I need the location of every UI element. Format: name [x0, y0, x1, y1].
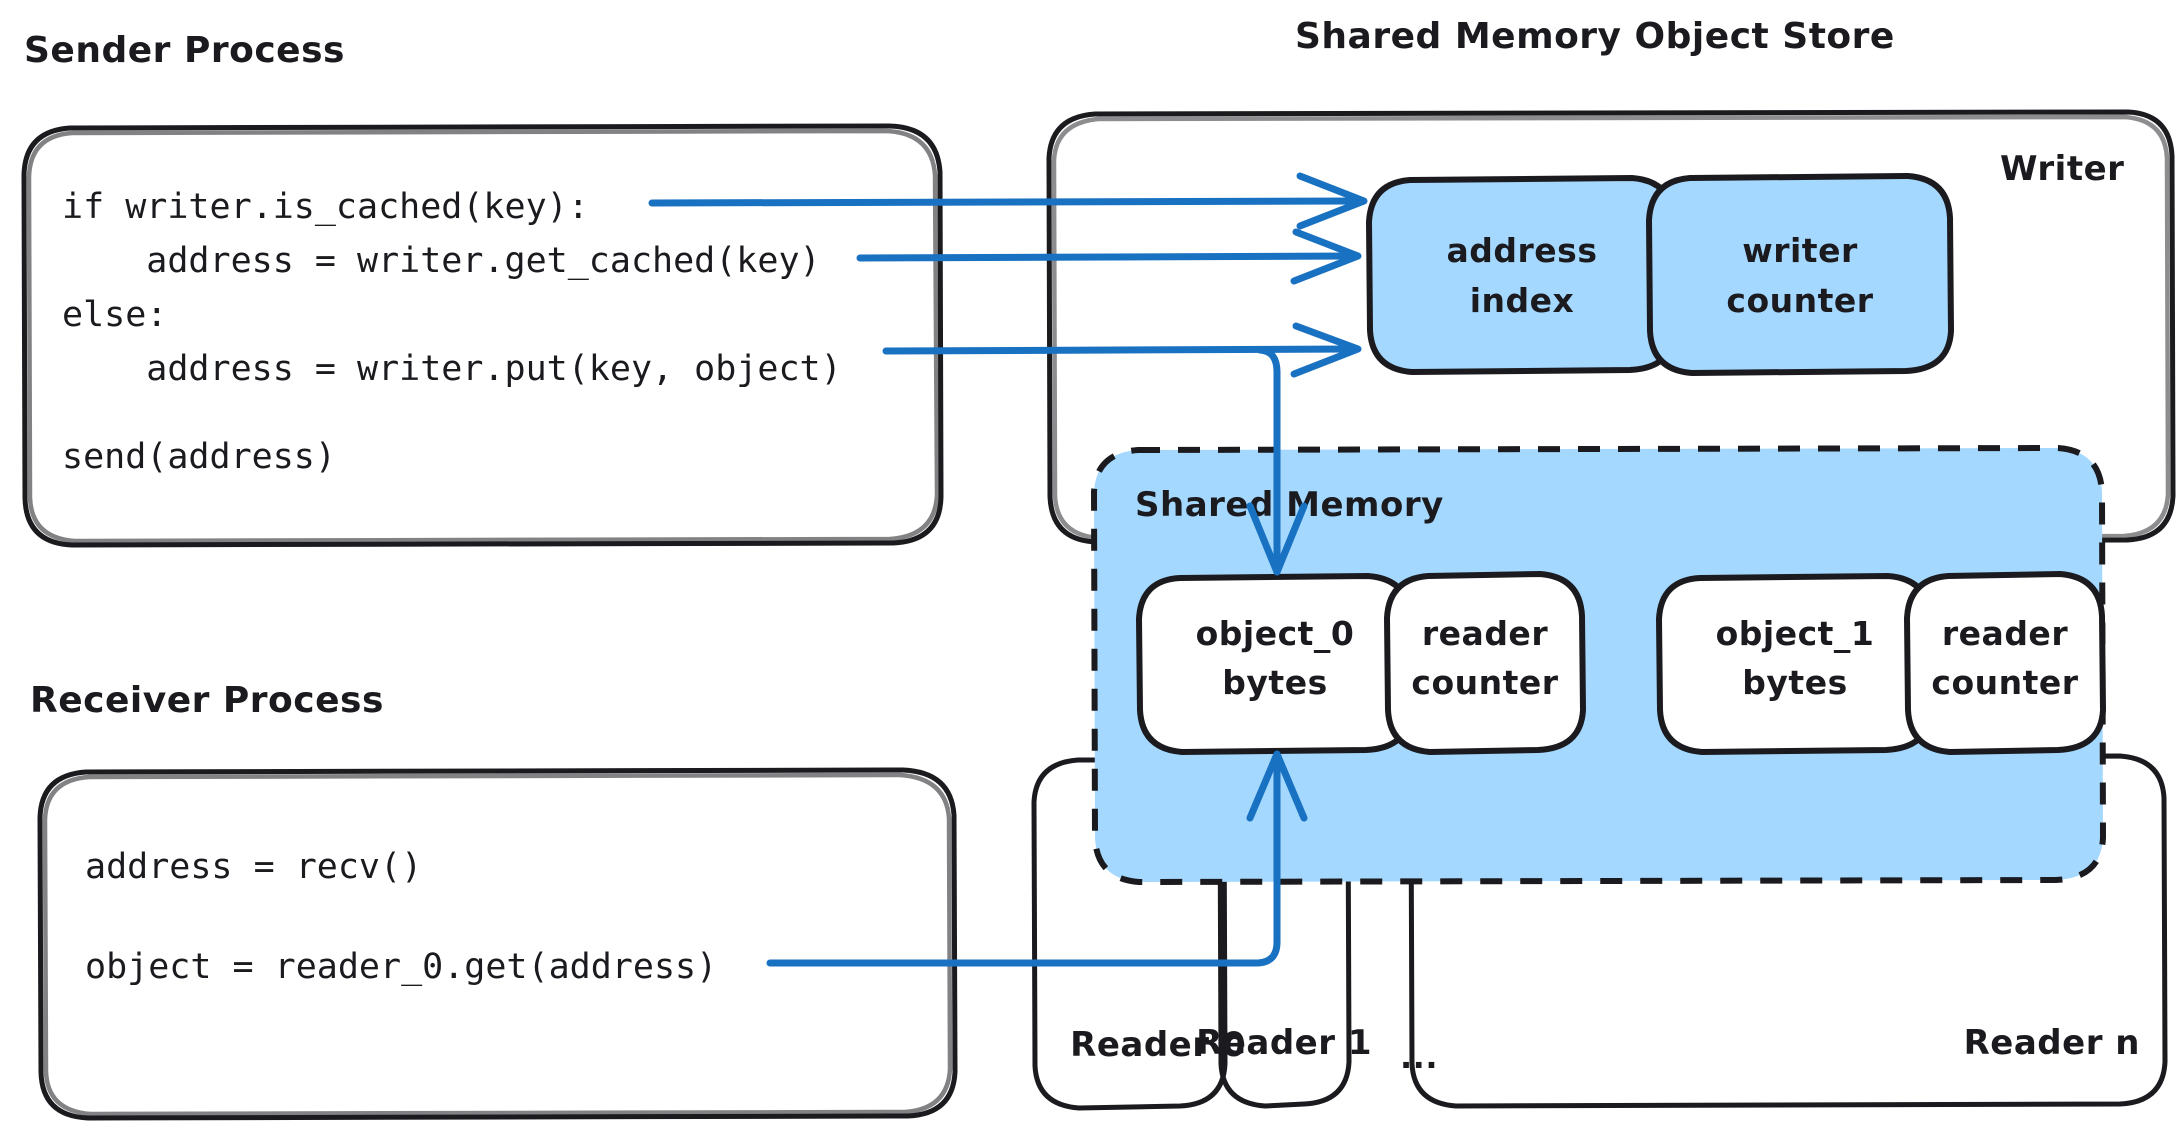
connector-arrows-group — [648, 172, 1368, 967]
arrow-get-cached-line — [856, 252, 1356, 262]
writer-container-box — [1046, 109, 2176, 545]
writer-address-index-label-line-1: index — [1470, 281, 1575, 320]
shared-memory-label: Shared Memory — [1135, 485, 1444, 525]
arrow-is-cached-line — [648, 197, 1362, 207]
arrow-put-branch-line — [1256, 346, 1281, 570]
writer-counter-label-line-1: counter — [1726, 281, 1873, 320]
writer-counter-label-line-0: writer — [1742, 231, 1858, 270]
object-1-bytes-label-line-1: bytes — [1742, 663, 1847, 702]
reader-counter-1-label-line-1: counter — [1931, 663, 2078, 702]
object-store-title: Shared Memory Object Store — [1295, 16, 1895, 57]
writer-counter-cell[interactable] — [1646, 173, 1954, 376]
writer-container-group: Writer — [1046, 109, 2176, 545]
object-1-bytes-label-line-0: object_1 — [1716, 614, 1875, 653]
writer-address-index-label-line-0: address — [1447, 231, 1598, 270]
receiver-code-line-0: address = recv() — [85, 847, 422, 887]
shared-memory-box — [1091, 445, 2106, 885]
sender-code-line-0: if writer.is_cached(key): — [62, 187, 589, 227]
reader-counter-1-cell[interactable] — [1904, 571, 2106, 755]
object-0-bytes-label-line-0: object_0 — [1196, 614, 1355, 653]
sender-process-box — [21, 123, 944, 548]
reader-counter-0-cell[interactable] — [1384, 571, 1586, 755]
sender-process-group: Sender Process if writer.is_cached(key):… — [21, 30, 944, 548]
sender-code-line-5: send(address) — [62, 437, 336, 477]
receiver-process-group: Receiver Process address = recv() object… — [30, 680, 958, 1121]
writer-cells-group: address index writer counter — [1366, 173, 1954, 376]
sender-code-line-3: address = writer.put(key, object) — [62, 349, 842, 389]
arrow-reader-get-head — [1246, 750, 1308, 822]
sender-process-title: Sender Process — [24, 30, 345, 71]
shared-memory-region-group: Shared Memory object_0 bytes reader coun… — [1091, 445, 2106, 885]
readers-ellipsis-label: ... — [1400, 1038, 1438, 1076]
sender-code-line-2: else: — [62, 295, 167, 335]
writer-address-index-cell[interactable] — [1366, 175, 1678, 375]
receiver-process-box — [37, 767, 958, 1121]
writer-label: Writer — [2000, 149, 2124, 189]
arrow-put-head — [1290, 322, 1362, 378]
arrow-put-line — [882, 345, 1356, 355]
reader-counter-0-label-line-0: reader — [1422, 614, 1548, 653]
arrow-is-cached-head — [1296, 172, 1368, 230]
receiver-process-box-inner — [42, 772, 953, 1117]
object-0-bytes-label-line-1: bytes — [1222, 663, 1327, 702]
arrow-get-cached-head — [1290, 228, 1362, 285]
sender-code-line-1: address = writer.get_cached(key) — [62, 241, 821, 281]
arrow-put-branch-head — [1246, 502, 1308, 576]
reader-counter-0-label-line-1: counter — [1411, 663, 1558, 702]
sender-process-box-inner — [26, 128, 940, 544]
reader-1-label: Reader 1 — [1196, 1023, 1372, 1063]
arrow-reader-get-line — [766, 758, 1281, 967]
reader-n-label: Reader n — [1964, 1023, 2140, 1063]
writer-container-box-inner — [1051, 114, 2171, 541]
reader-counter-1-label-line-0: reader — [1942, 614, 2068, 653]
receiver-code-line-2: object = reader_0.get(address) — [85, 947, 717, 987]
receiver-process-title: Receiver Process — [30, 680, 384, 721]
reader-0-label: Reader 0 — [1070, 1025, 1246, 1065]
